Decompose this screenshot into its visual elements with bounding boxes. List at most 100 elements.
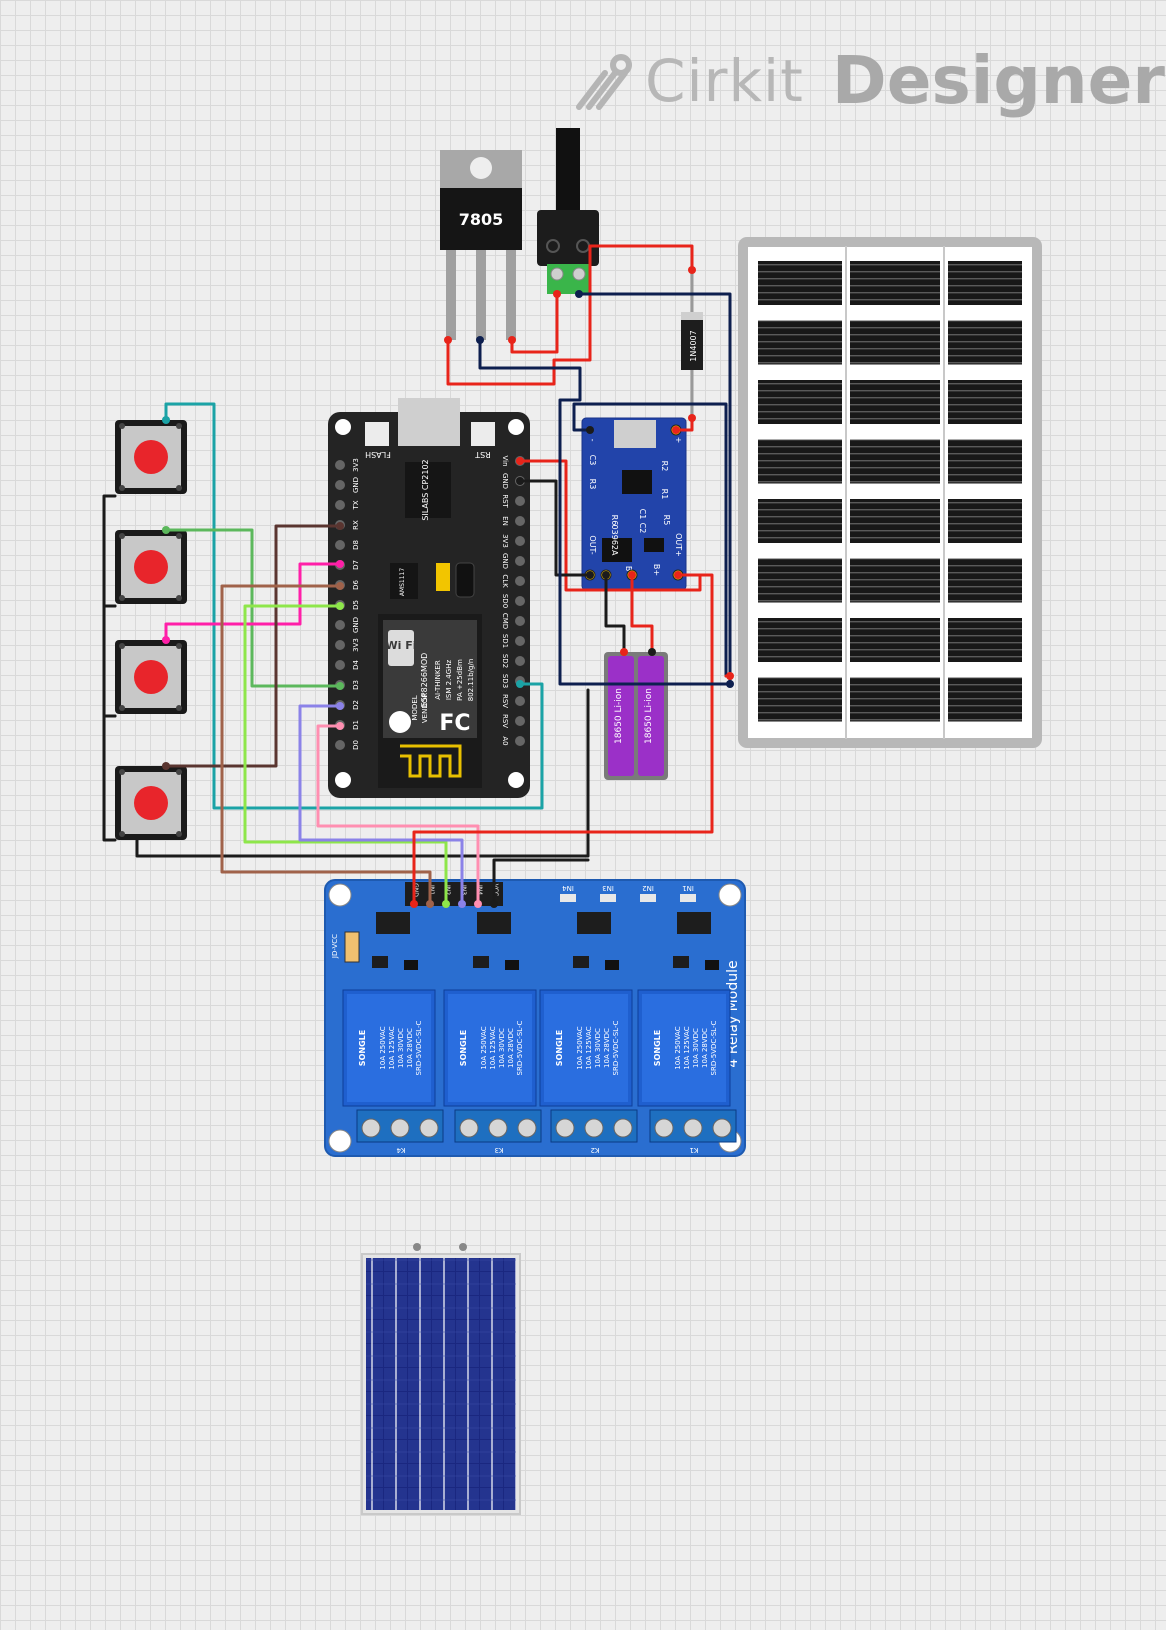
wire-endpoint[interactable] — [336, 522, 344, 530]
esp-pin[interactable] — [335, 740, 345, 750]
esp-pin[interactable] — [515, 636, 525, 646]
wire-relay-in-purple[interactable] — [298, 704, 464, 906]
esp-pin[interactable] — [335, 500, 345, 510]
esp-pin[interactable] — [335, 460, 345, 470]
wire-btn1-signal[interactable] — [164, 402, 544, 810]
wire-endpoint[interactable] — [442, 900, 450, 908]
wire-endpoint[interactable] — [674, 571, 682, 579]
wire-endpoint[interactable] — [672, 426, 680, 434]
terminal-screw[interactable] — [654, 1118, 674, 1138]
esp8266-nodemcu[interactable]: FLASH RST SILABS CP2102 AMS1117 Wi Fi ES… — [328, 398, 530, 798]
esp-pin[interactable] — [515, 596, 525, 606]
terminal-screw[interactable] — [555, 1118, 575, 1138]
battery-pack-18650[interactable]: 18650 Li-ion 18650 Li-ion — [604, 652, 668, 780]
terminal-screw[interactable] — [712, 1118, 732, 1138]
solar-panel-small[interactable] — [361, 1243, 521, 1515]
terminal-screw[interactable] — [517, 1118, 537, 1138]
esp-pin[interactable] — [515, 576, 525, 586]
wire-endpoint[interactable] — [620, 648, 628, 656]
esp-pin[interactable] — [515, 716, 525, 726]
wire-btn-gnd-main[interactable] — [135, 688, 590, 858]
wire-esp-vin[interactable] — [518, 459, 702, 592]
push-button[interactable] — [115, 530, 187, 604]
wire-endpoint[interactable] — [336, 702, 344, 710]
wire-endpoint[interactable] — [162, 636, 170, 644]
wire-esp-gnd[interactable] — [518, 479, 592, 577]
relay-header[interactable] — [405, 882, 503, 906]
push-button[interactable] — [115, 420, 187, 494]
wire-endpoint[interactable] — [688, 414, 696, 422]
esp-pin[interactable] — [335, 640, 345, 650]
button-cap[interactable] — [134, 550, 168, 584]
wire-btn3-signal[interactable] — [164, 562, 342, 642]
button-cap[interactable] — [134, 440, 168, 474]
esp-pin[interactable] — [335, 620, 345, 630]
terminal-screw[interactable] — [488, 1118, 508, 1138]
wire-btn-gnd[interactable] — [102, 494, 117, 608]
wire-endpoint[interactable] — [553, 290, 561, 298]
dc-barrel-jack[interactable] — [537, 128, 599, 294]
terminal-screw[interactable] — [419, 1118, 439, 1138]
wire-relay-in-lime[interactable] — [243, 604, 448, 906]
wire-endpoint[interactable] — [458, 900, 466, 908]
esp-pin[interactable] — [515, 736, 525, 746]
wire-relay-gnd[interactable] — [492, 858, 590, 906]
wire-reg-in[interactable] — [446, 244, 694, 386]
wire-endpoint[interactable] — [726, 672, 734, 680]
wire-endpoint[interactable] — [490, 900, 498, 908]
wire-jack-gnd[interactable] — [577, 292, 732, 686]
voltage-regulator-7805[interactable]: 7805 — [440, 150, 522, 340]
wire-endpoint[interactable] — [336, 560, 344, 568]
wire-btn-gnd[interactable] — [102, 714, 117, 842]
wire-relay-in-pink[interactable] — [316, 724, 480, 906]
wire-endpoint[interactable] — [586, 571, 594, 579]
wire-endpoint[interactable] — [336, 722, 344, 730]
esp-pin[interactable] — [335, 660, 345, 670]
solar-terminal[interactable] — [459, 1243, 467, 1251]
wire-reg-out[interactable] — [510, 292, 559, 354]
wire-btn-gnd[interactable] — [102, 604, 117, 718]
wire-btn2-signal[interactable] — [164, 528, 342, 688]
esp-pin[interactable] — [515, 656, 525, 666]
wire-endpoint[interactable] — [426, 900, 434, 908]
wire-endpoint[interactable] — [628, 571, 636, 579]
wire-endpoint[interactable] — [508, 336, 516, 344]
wire-endpoint[interactable] — [336, 602, 344, 610]
terminal-screw[interactable] — [584, 1118, 604, 1138]
wire-charger-gnd[interactable] — [572, 402, 728, 678]
wire-endpoint[interactable] — [162, 416, 170, 424]
esp-pin[interactable] — [335, 540, 345, 550]
terminal-screw[interactable] — [613, 1118, 633, 1138]
esp-pin[interactable] — [515, 496, 525, 506]
wire-endpoint[interactable] — [336, 582, 344, 590]
wire-endpoint[interactable] — [726, 680, 734, 688]
wire-endpoint[interactable] — [602, 571, 610, 579]
wire-endpoint[interactable] — [336, 682, 344, 690]
wire-relay-in-brown[interactable] — [220, 584, 432, 906]
terminal-screw[interactable] — [459, 1118, 479, 1138]
wire-endpoint[interactable] — [648, 648, 656, 656]
wire-batt-plus[interactable] — [630, 573, 654, 654]
esp-pin[interactable] — [515, 556, 525, 566]
push-button[interactable] — [115, 766, 187, 840]
esp-pin[interactable] — [515, 696, 525, 706]
esp-pin[interactable] — [515, 516, 525, 526]
diode-1n4007[interactable]: 1N4007 — [681, 270, 703, 418]
esp-pin[interactable] — [515, 536, 525, 546]
wire-endpoint[interactable] — [410, 900, 418, 908]
wire-endpoint[interactable] — [688, 266, 696, 274]
wire-batt-minus[interactable] — [604, 573, 626, 654]
wire-endpoint[interactable] — [586, 426, 594, 434]
wire-endpoint[interactable] — [516, 457, 524, 465]
button-cap[interactable] — [134, 660, 168, 694]
wire-endpoint[interactable] — [162, 526, 170, 534]
esp-pin[interactable] — [515, 616, 525, 626]
solar-terminal[interactable] — [413, 1243, 421, 1251]
terminal-screw[interactable] — [683, 1118, 703, 1138]
solar-panel-large[interactable] — [738, 237, 1042, 748]
terminal-screw[interactable] — [390, 1118, 410, 1138]
